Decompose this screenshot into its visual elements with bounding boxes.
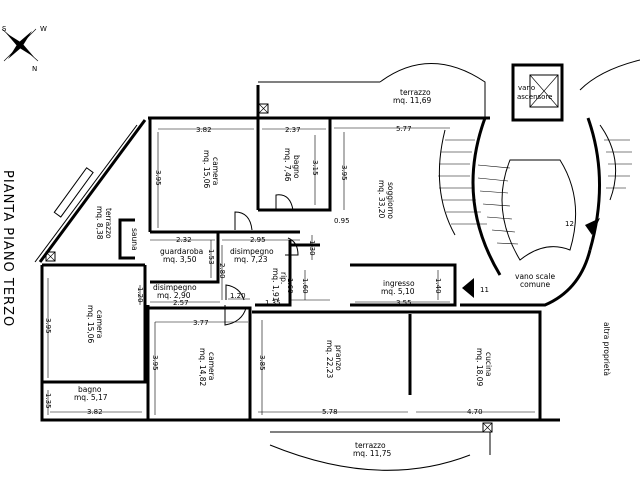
stairs-label: vano scale xyxy=(515,272,555,281)
room-area: mq. 14,82 xyxy=(198,348,207,387)
compass-s: S xyxy=(2,25,7,33)
room-area: mq. 15,06 xyxy=(86,305,95,344)
stairs-label-2: comune xyxy=(520,280,551,289)
dimension: 3.82 xyxy=(196,126,212,134)
room-area: mq. 15,06 xyxy=(202,150,211,189)
dimension: 1.60 xyxy=(301,278,309,294)
dimension: 2.32 xyxy=(176,236,192,244)
room-area: mq. 11,69 xyxy=(393,96,432,105)
dimension: 1.35 xyxy=(44,393,52,409)
room-name: terrazzo xyxy=(355,441,386,450)
room-name: disimpegno xyxy=(153,283,197,292)
dimension: 3.95 xyxy=(340,165,348,181)
compass-w: W xyxy=(40,25,47,33)
dimension: 3.55 xyxy=(396,299,412,307)
lift-label: vano xyxy=(518,84,535,92)
room-name: sauna xyxy=(130,228,139,251)
room-area: mq. 8,38 xyxy=(95,206,104,240)
room-name: camera xyxy=(211,157,220,185)
room-name: terrazzo xyxy=(400,88,431,97)
room-name: rip. xyxy=(279,272,288,284)
plan-title: PIANTA PIANO TERZO xyxy=(0,170,15,327)
room-name: guardaroba xyxy=(160,247,203,256)
doors xyxy=(224,194,299,326)
room-area: mq. 5,10 xyxy=(381,287,415,296)
compass-n: N xyxy=(32,65,37,73)
dimension-lines xyxy=(47,127,535,415)
compass-rose-icon: S W N xyxy=(1,25,47,73)
room-labels-rotated: camera mq. 15,06 bagno mq. 7,46 soggiorn… xyxy=(86,148,611,387)
room-area: mq. 1,91 xyxy=(271,268,280,302)
dimension: 3.15 xyxy=(311,160,319,176)
dimension: 2.37 xyxy=(285,126,301,134)
step-number-12: 12 xyxy=(565,220,574,228)
room-area: mq. 18,09 xyxy=(475,348,484,387)
dimension: 3.95 xyxy=(154,170,162,186)
room-name: camera xyxy=(95,310,104,338)
dimension: 3.82 xyxy=(87,408,103,416)
room-name: soggiorno xyxy=(386,182,395,219)
dimension: 1.20 xyxy=(230,292,246,300)
dimension: 1.60 xyxy=(286,278,294,294)
room-area: mq. 11,75 xyxy=(353,449,392,458)
room-area: mq. 22,23 xyxy=(325,340,334,379)
room-name: cucina xyxy=(484,352,493,376)
room-area: mq. 7,23 xyxy=(234,255,268,264)
room-name: disimpegno xyxy=(230,247,274,256)
dimension: 3.95 xyxy=(44,318,52,334)
lift-shaft: vano ascensore xyxy=(511,63,564,122)
room-area: mq. 33,20 xyxy=(377,180,386,219)
dimension-labels: 3.82 2.37 5.77 3.95 3.15 3.95 0.95 2.32 … xyxy=(44,125,483,416)
dimension: 1.30 xyxy=(308,240,316,256)
dimension: 3.95 xyxy=(151,355,159,371)
room-name: bagno xyxy=(78,385,102,394)
walls xyxy=(34,59,640,471)
room-name: terrazzo xyxy=(104,208,113,239)
dimension: 3.85 xyxy=(258,355,266,371)
dimension: 1.53 xyxy=(207,249,215,265)
room-name: ingresso xyxy=(383,279,415,288)
dimension: 2.95 xyxy=(250,236,266,244)
lift-label-2: ascensore xyxy=(517,93,553,101)
room-area: mq. 7,46 xyxy=(283,148,292,182)
room-name: pranzo xyxy=(334,345,343,371)
room-name: camera xyxy=(207,352,216,380)
entrance-arrow-icon xyxy=(462,278,474,298)
staircase: 12 11 vano scale comune xyxy=(438,117,632,298)
room-area: mq. 5,17 xyxy=(74,393,108,402)
vent-icon xyxy=(45,251,56,262)
vent-icon xyxy=(258,103,269,114)
dimension: 1.35 xyxy=(265,299,281,307)
entrance-arrow-icon xyxy=(585,218,600,235)
room-labels: terrazzo mq. 11,69 guardaroba mq. 3,50 d… xyxy=(74,88,432,458)
dimension: 0.95 xyxy=(334,217,350,225)
room-name: bagno xyxy=(292,155,301,179)
neighbor-label: altra proprietà xyxy=(602,322,611,376)
room-area: mq. 2,90 xyxy=(157,291,191,300)
dimension: 5.78 xyxy=(322,408,338,416)
dimension: 2.57 xyxy=(173,299,189,307)
dimension: 1.40 xyxy=(434,278,442,294)
dimension: 4.70 xyxy=(467,408,483,416)
dimension: 2.80 xyxy=(218,263,226,279)
dimension: 5.77 xyxy=(396,125,412,133)
room-area: mq. 3,50 xyxy=(163,255,197,264)
dimension: 1.20 xyxy=(136,287,144,303)
dimension: 3.77 xyxy=(193,319,209,327)
step-number-11: 11 xyxy=(480,286,489,294)
